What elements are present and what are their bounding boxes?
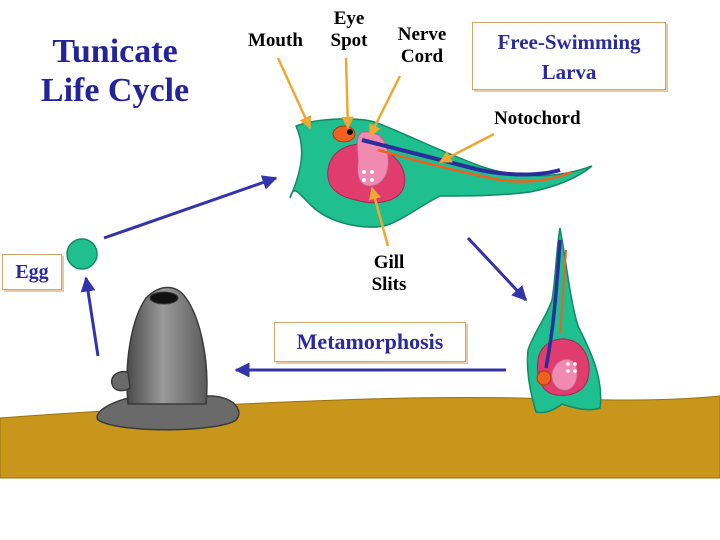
arrow-larva-to-settling	[466, 236, 528, 302]
stage-box-larva: Free-Swimming Larva	[472, 22, 666, 90]
adult-tunicate	[96, 286, 240, 431]
label-nerve-cord: Nerve Cord	[392, 24, 452, 68]
label-gill-slits-line2: Slits	[371, 274, 407, 295]
pointer-mouth	[276, 57, 312, 130]
stage-larva-line2: Larva	[541, 60, 597, 84]
arrow-egg-to-larva	[103, 175, 278, 240]
label-nerve-cord-line1: Nerve	[397, 24, 447, 45]
free-swimming-larva	[289, 118, 593, 228]
egg-shape	[66, 238, 98, 270]
stage-larva-line1: Free-Swimming	[497, 30, 641, 54]
pointer-gill-slits	[368, 186, 390, 247]
label-mouth: Mouth	[248, 30, 303, 51]
pointer-notochord	[438, 132, 495, 164]
label-notochord: Notochord	[494, 108, 581, 129]
arrow-adult-to-egg	[80, 276, 100, 357]
label-eye-spot: Eye Spot	[324, 8, 374, 52]
pointer-eye-spot	[341, 57, 354, 130]
label-gill-slits-line1: Gill	[373, 252, 405, 273]
label-nerve-cord-line2: Cord	[400, 46, 444, 67]
pointer-nerve-cord	[368, 75, 402, 138]
diagram-title: Tunicate Life Cycle	[40, 33, 190, 109]
label-gill-slits: Gill Slits	[364, 252, 414, 296]
stage-box-metamorphosis: Metamorphosis	[274, 322, 466, 362]
stage-box-egg: Egg	[2, 254, 62, 290]
label-eye-spot-line2: Spot	[330, 30, 368, 51]
settling-larva	[526, 227, 602, 414]
label-eye-spot-line1: Eye	[333, 8, 365, 29]
